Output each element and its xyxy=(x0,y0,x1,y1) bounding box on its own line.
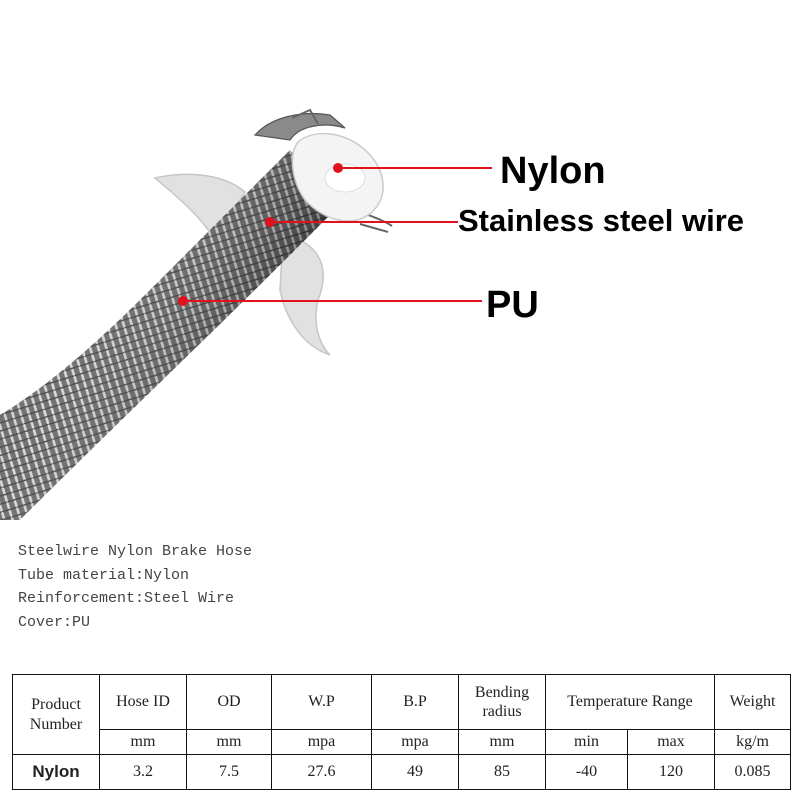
unit-od: mm xyxy=(186,729,272,755)
callout-label-steel-wire: Stainless steel wire xyxy=(458,203,745,238)
header-temperature-range: Temperature Range xyxy=(544,674,716,730)
callout-label-pu: PU xyxy=(486,284,539,326)
unit-temp-min: min xyxy=(545,729,628,755)
header-hose-id: Hose ID xyxy=(99,674,187,730)
table-row: Nylon 3.2 7.5 27.6 49 85 -40 120 0.085 xyxy=(12,754,792,790)
cell-temp-min: -40 xyxy=(545,754,628,790)
unit-temp-max: max xyxy=(626,729,716,755)
unit-weight: kg/m xyxy=(714,729,792,755)
cell-product: Nylon xyxy=(12,754,100,790)
hose-photo xyxy=(0,108,492,520)
cell-temp-max: 120 xyxy=(626,754,716,790)
callout-dot-pu xyxy=(178,296,188,306)
spec-line-title: Steelwire Nylon Brake Hose xyxy=(18,543,253,560)
header-wp: W.P xyxy=(271,674,372,730)
spec-table: Product Number Hose ID OD W.P B.P Bendin… xyxy=(12,674,792,790)
cell-bp: 49 xyxy=(371,754,459,790)
callout-label-nylon: Nylon xyxy=(500,150,606,192)
spec-description: Steelwire Nylon Brake Hose Tube material… xyxy=(18,540,252,634)
header-bp: B.P xyxy=(371,674,459,730)
unit-hose-id: mm xyxy=(99,729,187,755)
header-od: OD xyxy=(186,674,272,730)
cell-wp: 27.6 xyxy=(271,754,372,790)
unit-bending-radius: mm xyxy=(458,729,546,755)
unit-wp: mpa xyxy=(271,729,372,755)
header-weight: Weight xyxy=(714,674,792,730)
callout-dot-steel xyxy=(265,217,275,227)
spec-line-cover: Cover:PU xyxy=(18,613,91,631)
header-bending-radius: Bending radius xyxy=(458,674,546,730)
header-product-number: Product Number xyxy=(12,674,100,755)
unit-bp: mpa xyxy=(371,729,459,755)
spec-line-reinforcement: Reinforcement:Steel Wire xyxy=(18,590,235,607)
cell-weight: 0.085 xyxy=(714,754,792,790)
braid-frayed-end xyxy=(253,112,346,141)
spec-line-tube: Tube material:Nylon xyxy=(18,566,190,584)
pu-sleeve-right-flap xyxy=(279,239,331,356)
cell-bending-radius: 85 xyxy=(458,754,546,790)
callout-dot-nylon xyxy=(333,163,343,173)
cell-od: 7.5 xyxy=(186,754,272,790)
cell-hose-id: 3.2 xyxy=(99,754,187,790)
